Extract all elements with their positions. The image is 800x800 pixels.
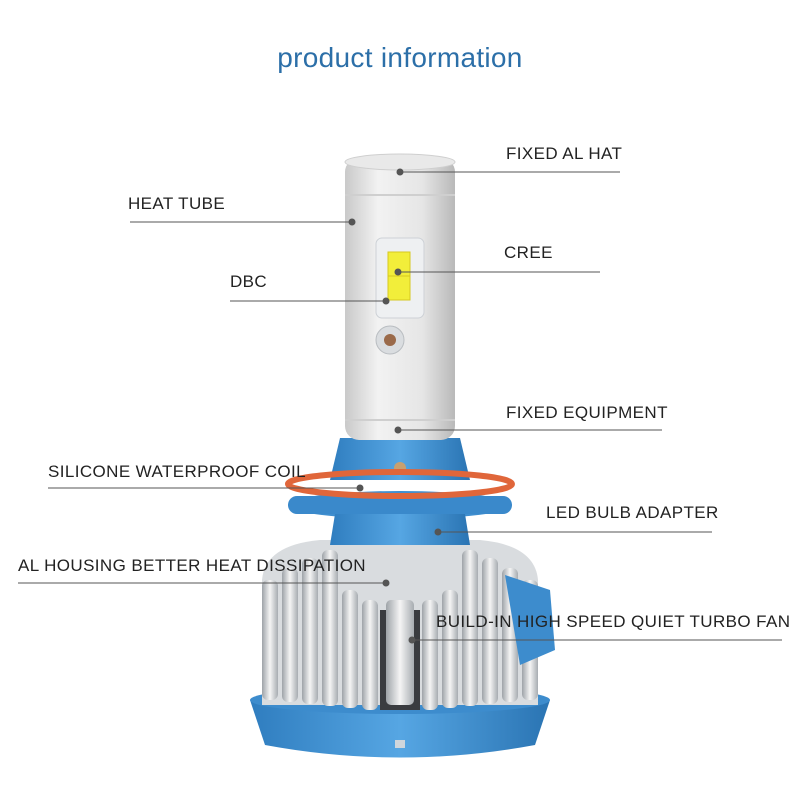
silicone-coil [285,469,515,499]
page-title: product information [277,42,523,73]
label-led-bulb-adapter: LED BULB ADAPTER [546,503,719,522]
blue-clip [505,575,555,665]
label-fixed-equipment: FIXED EQUIPMENT [506,403,668,422]
label-al-housing: AL HOUSING BETTER HEAT DISSIPATION [18,556,366,575]
cree-led-board [375,237,425,355]
label-silicone-waterproof-coil: SILICONE WATERPROOF COIL [48,462,307,481]
callout-lines [18,168,782,644]
led-bulb-adapter [288,438,512,545]
label-dbc: DBC [230,272,268,291]
al-housing-fins [262,540,538,710]
label-heat-tube: HEAT TUBE [128,194,226,213]
label-fixed-al-hat: FIXED AL HAT [506,144,623,163]
label-cree: CREE [504,243,553,262]
label-turbo-fan: BUILD-IN HIGH SPEED QUIET TURBO FAN [436,612,791,631]
